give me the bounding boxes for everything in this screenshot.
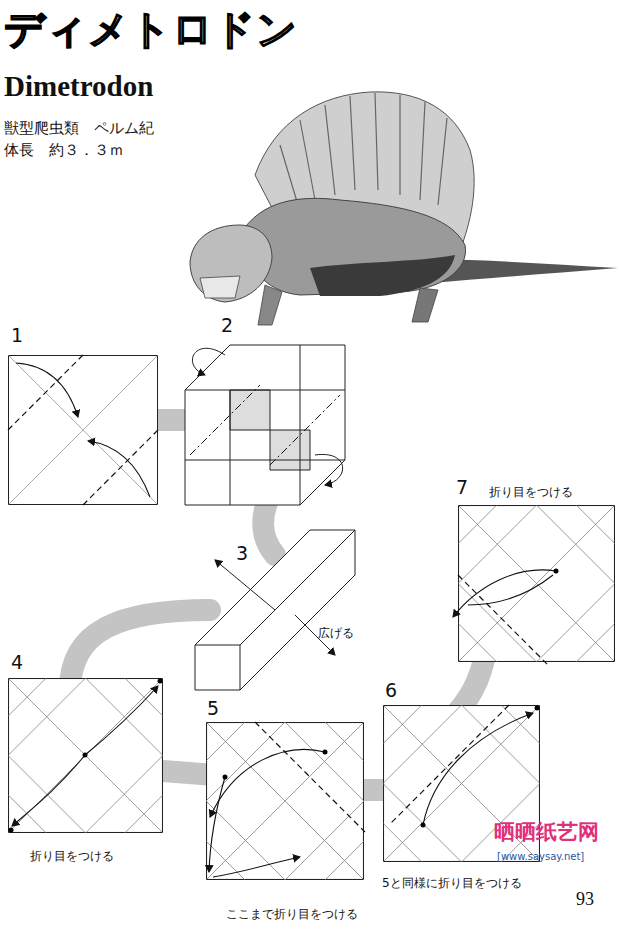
step-number-wrap: 1 [11,324,23,346]
step-number: 5 [207,697,219,719]
step-number: 4 [11,651,23,673]
english-name: Dimetrodon [4,70,153,103]
page-number: 93 [576,889,594,910]
step-number: 3 [236,542,248,564]
watermark-wrap: 晒晒纸艺网 [494,818,599,846]
classification-wrap: 獣型爬虫類 ペルム紀 [4,118,154,138]
step-number: 7 [456,476,468,498]
page-number-wrap: 93 [576,889,594,910]
instruction-note-wrap: 折り目をつける [30,845,114,865]
instruction-note: 広げる [318,625,354,642]
instruction-note: 折り目をつける [489,484,573,501]
step-number-wrap: 4 [11,651,23,673]
instruction-note: ここまで折り目をつける [226,906,358,923]
english-name-wrap: Dimetrodon [4,70,153,103]
step-number-wrap: 2 [221,314,233,336]
step-number: 2 [221,314,233,336]
dimetrodon-figure [190,92,618,325]
step-number-wrap: 5 [207,697,219,719]
instruction-note: 5と同様に折り目をつける [382,875,522,892]
watermark-url-wrap: [www.saysay.net] [497,845,584,864]
body-length-wrap: 体長 約３．３ｍ [4,140,124,160]
step-number: 6 [385,679,397,701]
watermark-url: [www.saysay.net] [497,851,584,862]
body-length: 体長 約３．３ｍ [4,141,124,160]
step-number: 1 [11,324,23,346]
step-number-wrap: 6 [385,679,397,701]
instruction-note-wrap: 5と同様に折り目をつける [382,872,522,892]
instruction-note: 折り目をつける [30,848,114,865]
classification: 獣型爬虫類 ペルム紀 [4,119,154,138]
page-title-wrap: ディメトロドン [4,2,298,57]
watermark: 晒晒纸艺网 [494,818,599,846]
instruction-note-wrap: 広げる [318,622,354,642]
step-number-wrap: 3 [236,542,248,564]
instruction-note-wrap: ここまで折り目をつける [226,903,358,923]
step-number-wrap: 7 [456,476,468,498]
page-title: ディメトロドン [4,2,298,57]
instruction-note-wrap: 折り目をつける [489,481,573,501]
